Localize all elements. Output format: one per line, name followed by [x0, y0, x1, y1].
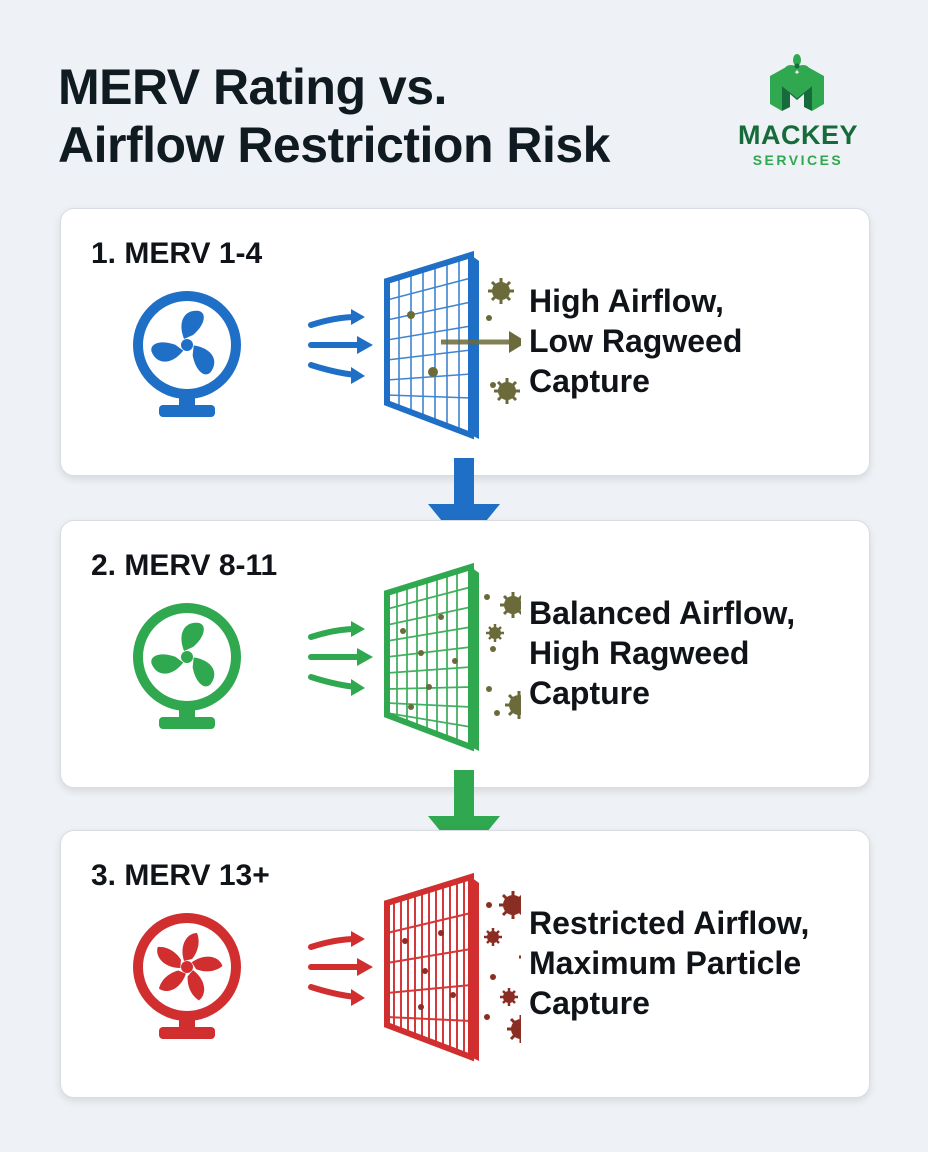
filter-grid-icon [384, 250, 479, 440]
company-logo: MACKEY SERVICES [718, 54, 878, 174]
card-description-line-3: Capture [529, 363, 650, 399]
page-title: MERV Rating vs. Airflow Restriction Risk [58, 58, 698, 174]
pass-through-arrow-icon [441, 331, 521, 353]
card-description-line-2: Maximum Particle [529, 945, 802, 981]
airflow-arrows-icon [308, 621, 373, 696]
fan-icon [133, 603, 241, 729]
filter-grid-icon [384, 562, 479, 752]
fan-icon [133, 913, 241, 1039]
logo-subtitle: SERVICES [752, 152, 844, 168]
filter-grid-icon [384, 872, 479, 1062]
m-with-fan-icon [770, 54, 824, 111]
card-description-line-2: High Ragweed [529, 635, 750, 671]
card-description: High Airflow, Low Ragweed Capture [529, 281, 849, 401]
card-label: 3. MERV 13+ [91, 859, 270, 892]
title-line-1: MERV Rating vs. [58, 59, 447, 115]
airflow-illustration [133, 250, 521, 440]
pollen-icon [484, 891, 521, 1043]
pollen-icon [407, 278, 520, 404]
card-description-line-1: Balanced Airflow, [529, 595, 796, 631]
airflow-illustration [133, 562, 521, 752]
fan-icon [133, 291, 241, 417]
card-description: Restricted Airflow, Maximum Particle Cap… [529, 903, 849, 1023]
card-description-line-3: Capture [529, 675, 650, 711]
pollen-icon [484, 592, 521, 719]
logo-name: MACKEY [737, 120, 858, 150]
card-description-line-2: Low Ragweed [529, 323, 743, 359]
card-description-line-1: High Airflow, [529, 283, 724, 319]
card-label: 2. MERV 8-11 [91, 549, 278, 582]
airflow-arrows-icon [308, 309, 373, 384]
title-line-2: Airflow Restriction Risk [58, 117, 611, 173]
merv-card-2: 2. MERV 8-11 [60, 520, 870, 788]
card-description: Balanced Airflow, High Ragweed Capture [529, 593, 849, 713]
card-description-line-3: Capture [529, 985, 650, 1021]
merv-card-1: 1. MERV 1-4 [60, 208, 870, 476]
airflow-arrows-icon [308, 931, 373, 1006]
merv-card-3: 3. MERV 13+ [60, 830, 870, 1098]
airflow-illustration [133, 872, 521, 1062]
card-description-line-1: Restricted Airflow, [529, 905, 810, 941]
card-label: 1. MERV 1-4 [91, 237, 263, 270]
